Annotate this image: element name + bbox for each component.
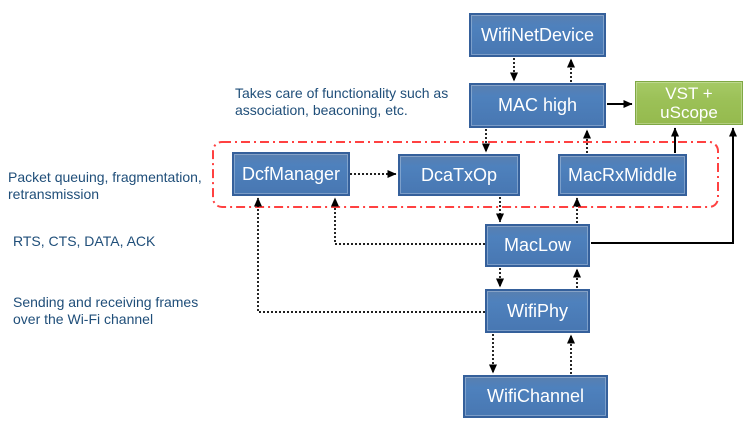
node-wifichannel-label: WifiChannel	[486, 386, 585, 407]
node-wifichannel: WifiChannel	[463, 375, 608, 418]
annotation-sending-frames: Sending and receiving frames over the Wi…	[13, 294, 199, 328]
node-vst-uscope-label: VST + uScope	[660, 83, 718, 122]
annotation-rts-cts: RTS, CTS, DATA, ACK	[13, 233, 156, 249]
edge-dotted	[331, 197, 485, 245]
node-mac-high-label: MAC high	[497, 95, 578, 116]
dcf-group-outline	[212, 141, 719, 208]
edge-dotted	[254, 197, 485, 313]
node-maclow: MacLow	[485, 224, 590, 267]
annotation-packet-queuing: Packet queuing, fragmentation, retransmi…	[8, 169, 202, 203]
node-macrxmiddle-label: MacRxMiddle	[567, 164, 678, 185]
node-dcfmanager-label: DcfManager	[241, 163, 341, 184]
annotation-mac-high: Takes care of functionality such as asso…	[235, 85, 449, 119]
node-mac-high: MAC high	[469, 83, 606, 128]
node-dcatxop: DcaTxOp	[398, 154, 520, 196]
node-wifinetdevice: WifiNetDevice	[469, 13, 606, 57]
node-dcatxop-label: DcaTxOp	[420, 164, 498, 185]
edge-solid	[591, 127, 737, 244]
node-dcfmanager: DcfManager	[232, 152, 350, 196]
node-vst-uscope: VST + uScope	[635, 81, 743, 125]
node-macrxmiddle: MacRxMiddle	[558, 154, 687, 196]
node-wifiphy: WifiPhy	[485, 289, 590, 333]
node-wifiphy-label: WifiPhy	[506, 300, 568, 321]
node-maclow-label: MacLow	[503, 235, 572, 256]
node-wifinetdevice-label: WifiNetDevice	[480, 24, 595, 45]
